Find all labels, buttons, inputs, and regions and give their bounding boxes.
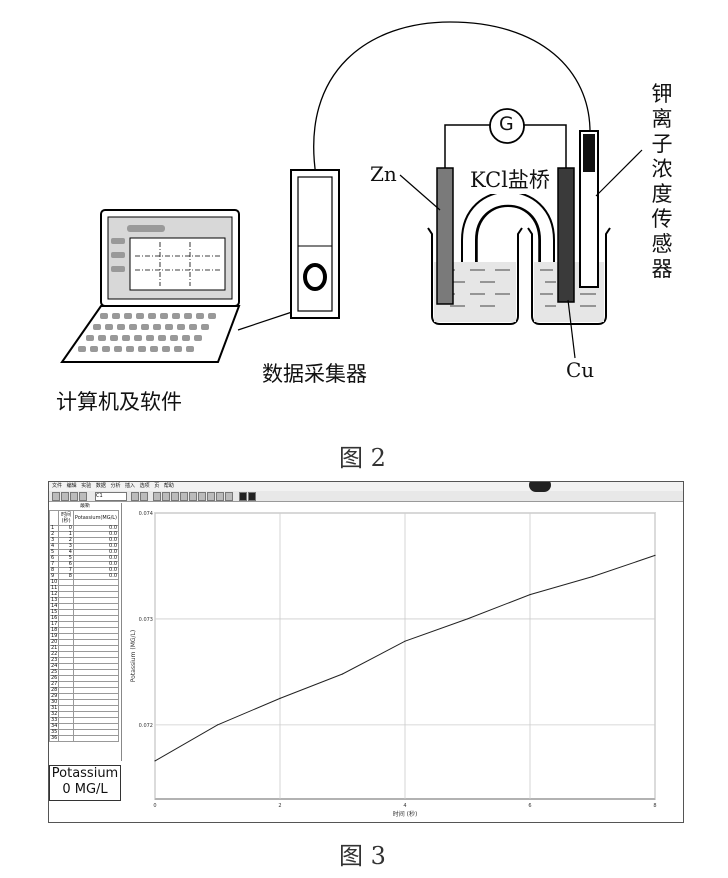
table-cell[interactable] [72, 735, 120, 742]
menu-item[interactable]: 文件 [52, 483, 63, 489]
tangent-icon[interactable] [189, 492, 197, 501]
menu-item[interactable]: 选项 [139, 483, 150, 489]
data-point [341, 673, 344, 675]
figure2-diagram [60, 21, 643, 363]
data-point [591, 575, 594, 578]
zn-pointer [399, 174, 441, 211]
zn-electrode [436, 167, 454, 305]
row-index-header [49, 510, 60, 526]
y-tick-label: 0.072 [139, 723, 153, 729]
computer-label: 计算机及软件 [56, 390, 182, 414]
print-icon[interactable] [79, 492, 87, 501]
salt-bridge [461, 190, 555, 285]
camera-icon [529, 482, 551, 492]
cu-pointer [567, 299, 576, 359]
galvanometer-circuit [444, 108, 567, 168]
software-window: 文件 编辑 实验 数据 分析 插入 选项 页 帮助 C1 最新 [48, 481, 684, 823]
x-tick-label: 4 [403, 803, 406, 809]
figure3-caption: 图 3 [339, 842, 386, 870]
sensor-cable [313, 21, 591, 177]
zoom-out-icon[interactable] [162, 492, 170, 501]
menu-item[interactable]: 编辑 [66, 483, 77, 489]
y-axis-label: Potassium (MG/L) [130, 630, 137, 682]
x-tick-label: 0 [153, 803, 156, 809]
table-row[interactable]: 36 [49, 735, 120, 742]
open-file-icon[interactable] [61, 492, 69, 501]
row-index: 36 [49, 735, 60, 742]
menu-item[interactable]: 页 [154, 483, 160, 489]
x-axis-label: 时间 (秒) [393, 810, 418, 818]
cu-label: Cu [566, 358, 595, 382]
data-point [466, 618, 469, 620]
collect-icon[interactable] [225, 492, 233, 501]
x-tick-label: 2 [278, 803, 281, 809]
menu-bar: 文件 编辑 实验 数据 分析 插入 选项 页 帮助 [49, 482, 683, 491]
curve-fit-icon[interactable] [216, 492, 224, 501]
x-tick-label: 8 [653, 803, 656, 809]
stop-icon[interactable] [248, 492, 256, 501]
data-point [654, 554, 656, 556]
salt-bridge-label: KCl盐桥 [468, 164, 552, 194]
graph-icon[interactable] [140, 492, 148, 501]
potassium-chart: 0 2 4 6 8 0.072 0.073 0.074 时间 (秒) Potassium (MG/… [130, 511, 657, 818]
galvanometer-icon [489, 108, 525, 144]
collector-label: 数据采集器 [262, 362, 367, 386]
data-point [279, 697, 281, 699]
page-select[interactable]: C1 [95, 492, 127, 501]
potassium-sensor [579, 130, 599, 288]
save-icon[interactable] [70, 492, 78, 501]
new-file-icon[interactable] [52, 492, 60, 501]
data-point [529, 593, 531, 596]
autoscale-icon[interactable] [171, 492, 179, 501]
y-tick-label: 0.073 [139, 617, 153, 623]
data-point [404, 640, 406, 642]
integral-icon[interactable] [198, 492, 206, 501]
table-cell[interactable] [58, 735, 74, 742]
menu-item[interactable]: 实验 [81, 483, 92, 489]
meter-value: 0 MG/L [62, 782, 108, 797]
meter-readout: Potassium 0 MG/L [49, 765, 121, 801]
play-icon[interactable] [239, 492, 247, 501]
menu-item[interactable]: 数据 [95, 483, 106, 489]
menu-item[interactable]: 分析 [110, 483, 121, 489]
data-point [216, 724, 219, 726]
x-tick-label: 6 [528, 803, 531, 809]
meter-name: Potassium [51, 766, 119, 781]
sensor-label: 钾离子浓度传感器 [651, 82, 673, 281]
data-collector-device [290, 169, 340, 319]
galvanometer-label: G [499, 113, 514, 135]
zoom-in-icon[interactable] [153, 492, 161, 501]
menu-item[interactable]: 插入 [125, 483, 136, 489]
sensor-pointer [595, 149, 643, 197]
table-title: 最新 [79, 503, 90, 509]
zn-label: Zn [370, 162, 397, 186]
laptop-cable [237, 311, 293, 331]
menu-item[interactable]: 帮助 [163, 483, 174, 489]
cu-electrode [557, 167, 575, 303]
toolbar: C1 [49, 491, 683, 502]
data-point [154, 760, 156, 762]
column-header: Potassium(MG/L) [72, 510, 120, 526]
column-header: 时间(秒) [58, 510, 74, 526]
examine-icon[interactable] [180, 492, 188, 501]
table-icon[interactable] [131, 492, 139, 501]
laptop-icon [60, 209, 241, 363]
y-tick-label: 0.074 [139, 511, 153, 517]
figure2-caption: 图 2 [339, 444, 386, 472]
stats-icon[interactable] [207, 492, 215, 501]
